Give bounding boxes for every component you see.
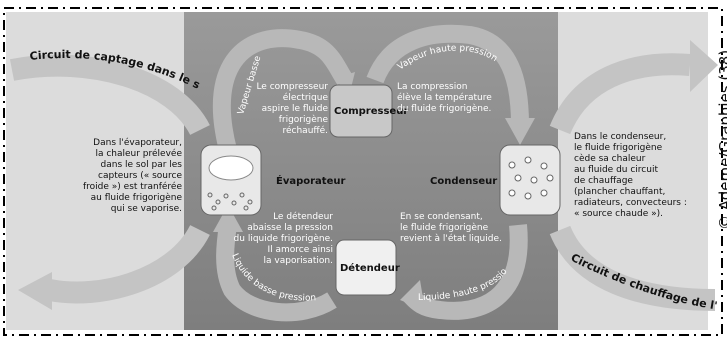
compresseur-box: [329, 84, 393, 138]
right-description: Dans le condenseur,le fluide frigorigène…: [574, 132, 687, 219]
chauffage-arrow-top: [549, 53, 691, 135]
vapeur-haute-arrow: [366, 24, 529, 126]
dashed-frame: [3, 7, 723, 336]
condenseur-label: Condenseur: [430, 176, 498, 187]
detendeur-box: [335, 239, 397, 296]
liquide-haute-arrowhead: [400, 280, 425, 310]
vapeur-basse-arrow: [212, 29, 353, 153]
chauffage-arrowhead: [690, 40, 718, 92]
liquide-basse-arrowhead: [213, 205, 243, 232]
detendeur-label: Détendeur: [340, 263, 400, 274]
captage-arrowhead: [18, 272, 52, 310]
chauffage-arrow-bottom: [549, 225, 716, 311]
vapeur-haute-arrowhead: [505, 118, 535, 145]
condenseur-drops: [508, 156, 554, 200]
copyright-text: © Ademe/Graphies (38): [716, 49, 727, 230]
liquide-basse-arrow: [216, 223, 337, 322]
captage-arrow-top: [9, 54, 210, 136]
evaporateur-cloud: [208, 155, 254, 181]
compresseur-label: Compresseur: [334, 106, 409, 117]
evaporateur-label: Évaporateur: [276, 176, 346, 187]
condenseur-box: [499, 144, 561, 216]
evaporateur-bubbles: [207, 192, 253, 211]
captage-arrow-bottom: [47, 224, 210, 304]
condensant-description: En se condensant,le fluide frigorigène r…: [400, 212, 502, 244]
